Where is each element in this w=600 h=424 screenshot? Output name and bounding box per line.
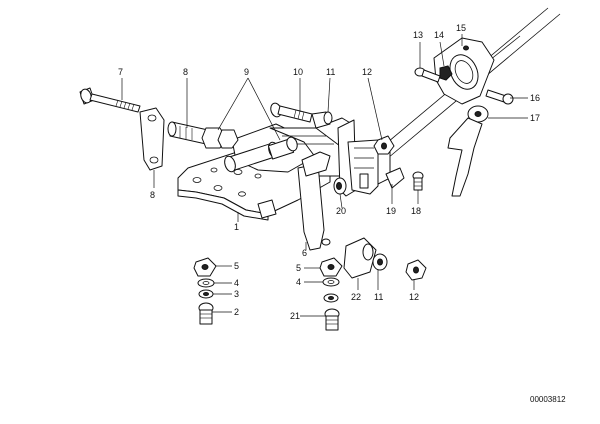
label-19: 19 bbox=[386, 206, 396, 216]
nut-12-bottom bbox=[405, 259, 427, 281]
label-1: 1 bbox=[234, 222, 239, 232]
label-8-side: 8 bbox=[150, 190, 155, 200]
nut-14 bbox=[439, 65, 453, 81]
label-8-top: 8 bbox=[183, 67, 188, 77]
nut-pair bbox=[201, 127, 239, 149]
label-5-bottom: 5 bbox=[296, 263, 301, 273]
fastener-stack-left bbox=[193, 257, 217, 325]
label-2: 2 bbox=[234, 307, 239, 317]
label-12-bottom: 12 bbox=[409, 292, 419, 302]
label-4: 4 bbox=[234, 278, 239, 288]
callout-labels: 7 8 9 10 11 12 13 14 15 16 17 8 1 20 19 … bbox=[118, 23, 566, 404]
label-9: 9 bbox=[244, 67, 249, 77]
fastener-stack-center bbox=[319, 257, 343, 331]
label-5: 5 bbox=[234, 261, 239, 271]
bolt-10 bbox=[270, 102, 313, 123]
label-11-bottom: 11 bbox=[374, 292, 383, 302]
bolt-18 bbox=[412, 171, 424, 191]
nut-12-top bbox=[373, 135, 395, 155]
label-7: 7 bbox=[118, 67, 123, 77]
right-bracket bbox=[337, 119, 405, 197]
label-18: 18 bbox=[411, 206, 421, 216]
label-16: 16 bbox=[530, 93, 540, 103]
pivot-cylinder bbox=[224, 136, 298, 173]
label-6-bottom: 6 bbox=[302, 248, 307, 258]
bushing-11-top bbox=[311, 111, 333, 129]
label-13: 13 bbox=[413, 30, 423, 40]
bolt-16 bbox=[485, 89, 514, 105]
label-15: 15 bbox=[456, 23, 466, 33]
label-21: 21 bbox=[290, 311, 300, 321]
bushing-22 bbox=[343, 237, 377, 279]
link-8 bbox=[139, 107, 165, 171]
bolt-13 bbox=[414, 67, 441, 83]
label-17: 17 bbox=[530, 113, 540, 123]
label-3: 3 bbox=[234, 289, 239, 299]
nut-20 bbox=[333, 177, 347, 195]
label-4-bottom: 4 bbox=[296, 277, 301, 287]
label-14: 14 bbox=[434, 30, 444, 40]
label-10: 10 bbox=[293, 67, 303, 77]
label-12-top: 12 bbox=[362, 67, 372, 77]
vertical-lever bbox=[297, 151, 331, 251]
document-number: 00003812 bbox=[530, 395, 566, 404]
bolt-7 bbox=[79, 87, 141, 113]
label-11-top: 11 bbox=[326, 67, 335, 77]
leader-lines bbox=[121, 34, 528, 317]
label-20: 20 bbox=[336, 206, 346, 216]
lever-17 bbox=[447, 105, 489, 197]
washer-11-bottom bbox=[372, 253, 388, 271]
label-22: 22 bbox=[351, 292, 361, 302]
clamp-15 bbox=[433, 37, 495, 105]
